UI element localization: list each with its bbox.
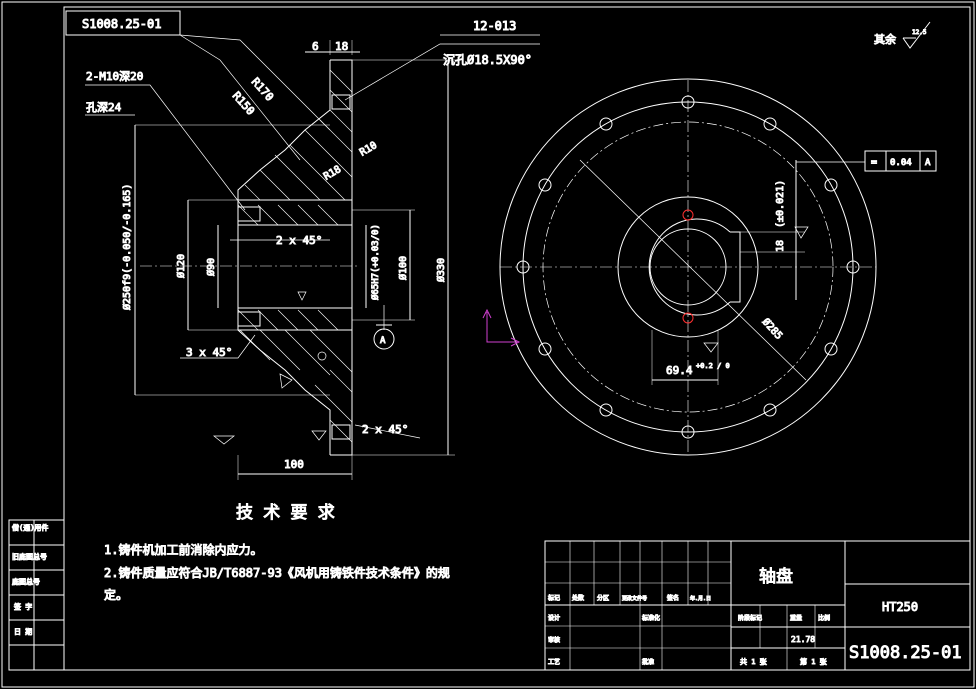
chamfer-inner: 2 x 45° [276,234,322,247]
d100-label: Ø100 [397,256,409,280]
standard-label: 标准化 [642,614,660,622]
len100-label: 100 [284,458,304,471]
part-code-box-text: S1008.25-01 [82,17,161,31]
weight-value: 21.78 [791,635,815,644]
side-label-2: 旧底图总号 [12,552,47,561]
d285-label: Ø285 [760,316,785,342]
thread-holes-callout: 2-M10深20 [86,70,143,83]
drawing-number: S1008.25-01 [849,643,962,663]
datum-a-label: A [380,336,386,346]
key-width-label: 18 [775,240,786,252]
process-label: 工艺 [548,658,560,666]
key-depth-tol: +0.2 / 0 [696,362,730,370]
rest-roughness-symbol: 12.5 [902,21,931,49]
part-code-box [65,10,181,36]
key-width-tol: (±0.021) [775,180,786,228]
gtol-symbol: = [871,157,877,168]
hdr-sign: 签名 [667,594,679,602]
d120-label: Ø120 [175,254,187,278]
ucs-icon [482,308,521,347]
gtol-value: 0.04 [890,158,912,168]
gtol-datum: A [925,158,931,168]
requirement-2a: 2.铸件质量应符合JB/T6887-93《风机用铸铁件技术条件》的规 [104,565,450,580]
scale-label: 比例 [818,614,830,622]
hdr-zone: 分区 [597,594,609,602]
hdr-count: 处数 [572,594,584,602]
chamfer-left: 3 x 45° [186,346,232,359]
r18-label: R18 [322,164,343,183]
side-label-1: 借(通)用件 [12,523,48,532]
stage-label: 阶段标记 [738,614,762,622]
bolt-holes [516,95,860,439]
d250-label: Ø250f9(-0.050/-0.165) [121,184,133,310]
sheet-number: 第 1 张 [800,657,827,666]
hole-depth-callout: 孔深24 [86,101,122,114]
side-label-3: 底图总号 [12,577,40,586]
title-block [544,540,971,671]
checker-label: 审核 [548,636,560,644]
r10-label: R10 [358,140,379,159]
hdr-mark: 标记 [548,594,560,602]
designer-label: 设计 [548,614,560,622]
chamfer-bottom: 2 x 45° [362,423,408,436]
requirement-2b: 定。 [104,587,128,602]
d90-label: Ø90 [205,258,217,276]
requirements-title: 技 术 要 求 [236,503,335,523]
rest-roughness-label: 其余 [874,32,896,46]
hdr-date: 年.月.日 [690,595,711,602]
dim-18: 18 [335,40,348,53]
side-strip: 借(通)用件 旧底图总号 底图总号 签 字 日 期 [8,519,65,671]
top-callout: 12-013 [473,19,516,33]
inner-frame [63,6,971,671]
hdr-change: 更改文件号 [622,595,647,602]
countersink-callout: 沉孔Ø18.5X90° [443,53,532,67]
d330-label: Ø330 [435,258,447,282]
requirement-1: 1.铸件机加工前消除内应力。 [104,542,262,557]
dim-6: 6 [312,40,319,53]
part-name: 轴盘 [759,567,793,587]
side-label-5: 日 期 [14,628,32,636]
approve-label: 批准 [642,658,654,666]
key-depth-label: 69.4 [666,364,693,377]
side-label-4: 签 字 [14,602,32,611]
sheets-total: 共 1 张 [740,657,767,666]
section-view: A [85,34,540,480]
r150-label: R150 [230,89,257,117]
geometric-tolerance-frame: = 0.04 A [864,150,937,172]
r170-label: R170 [249,75,276,103]
front-view [499,78,877,456]
weight-label: 重量 [790,614,802,622]
material: HT250 [882,600,918,614]
d65-label: Ø65H7(+0.03/0) [370,224,381,300]
svg-text:12.5: 12.5 [912,29,927,36]
